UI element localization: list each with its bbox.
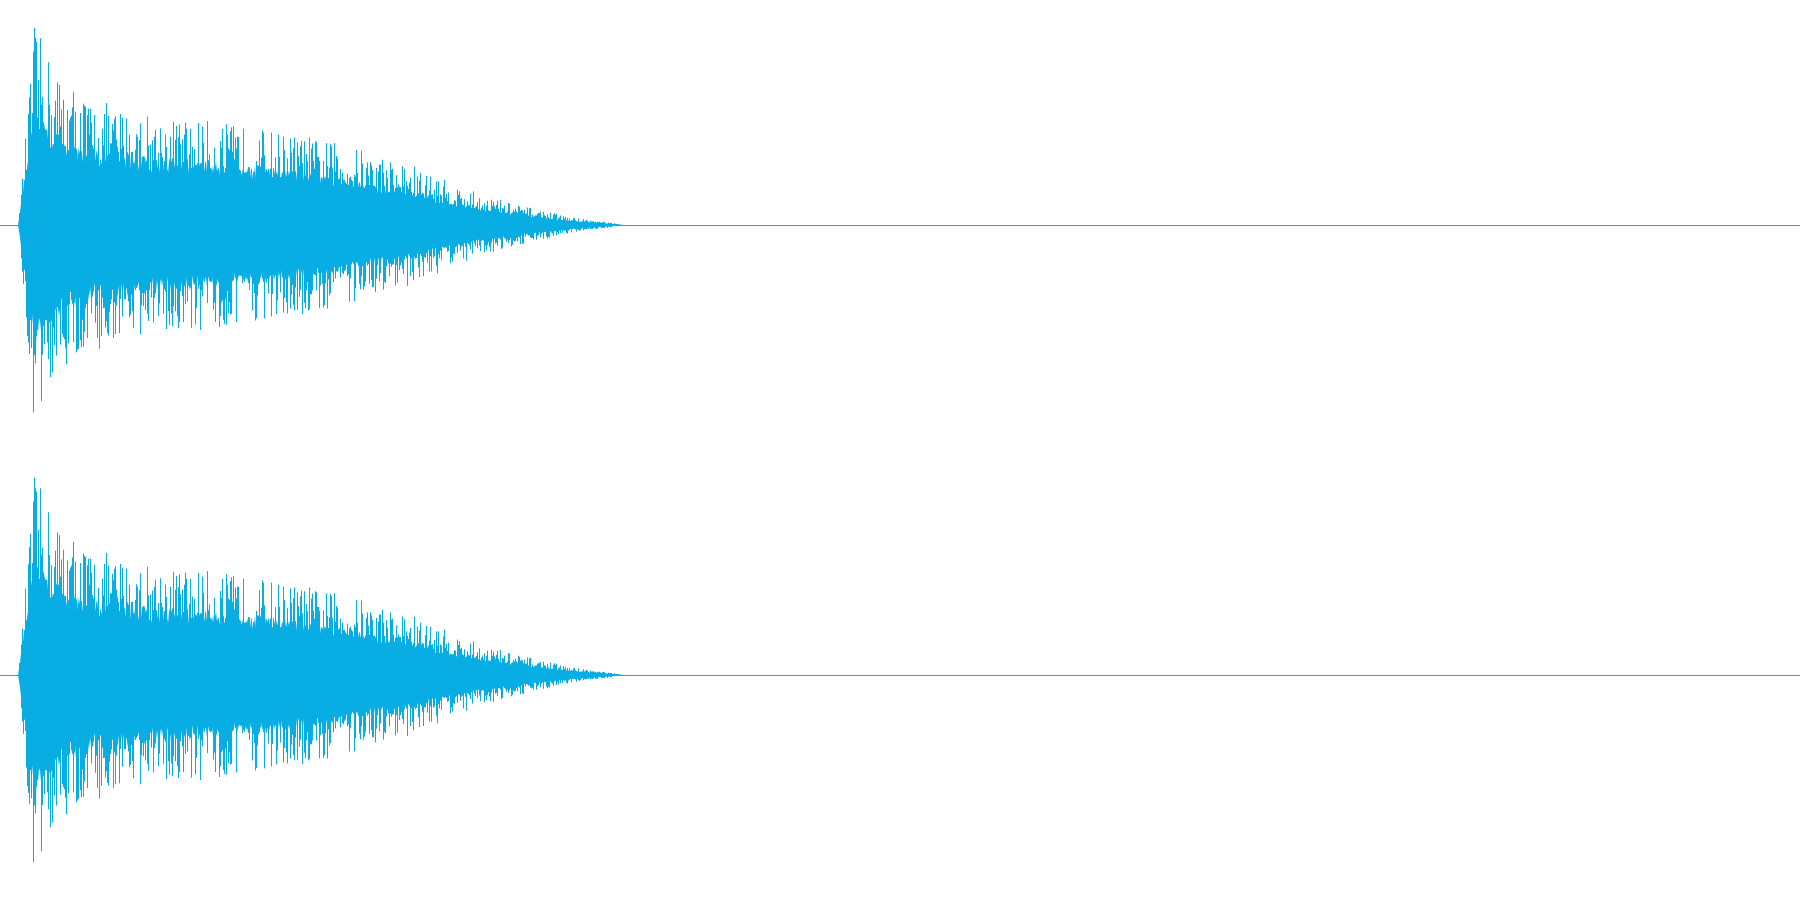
waveform-peaks bbox=[19, 27, 622, 413]
waveform-channel-left bbox=[0, 27, 1800, 413]
waveform-peaks bbox=[19, 477, 622, 863]
waveform-channel-right bbox=[0, 477, 1800, 863]
